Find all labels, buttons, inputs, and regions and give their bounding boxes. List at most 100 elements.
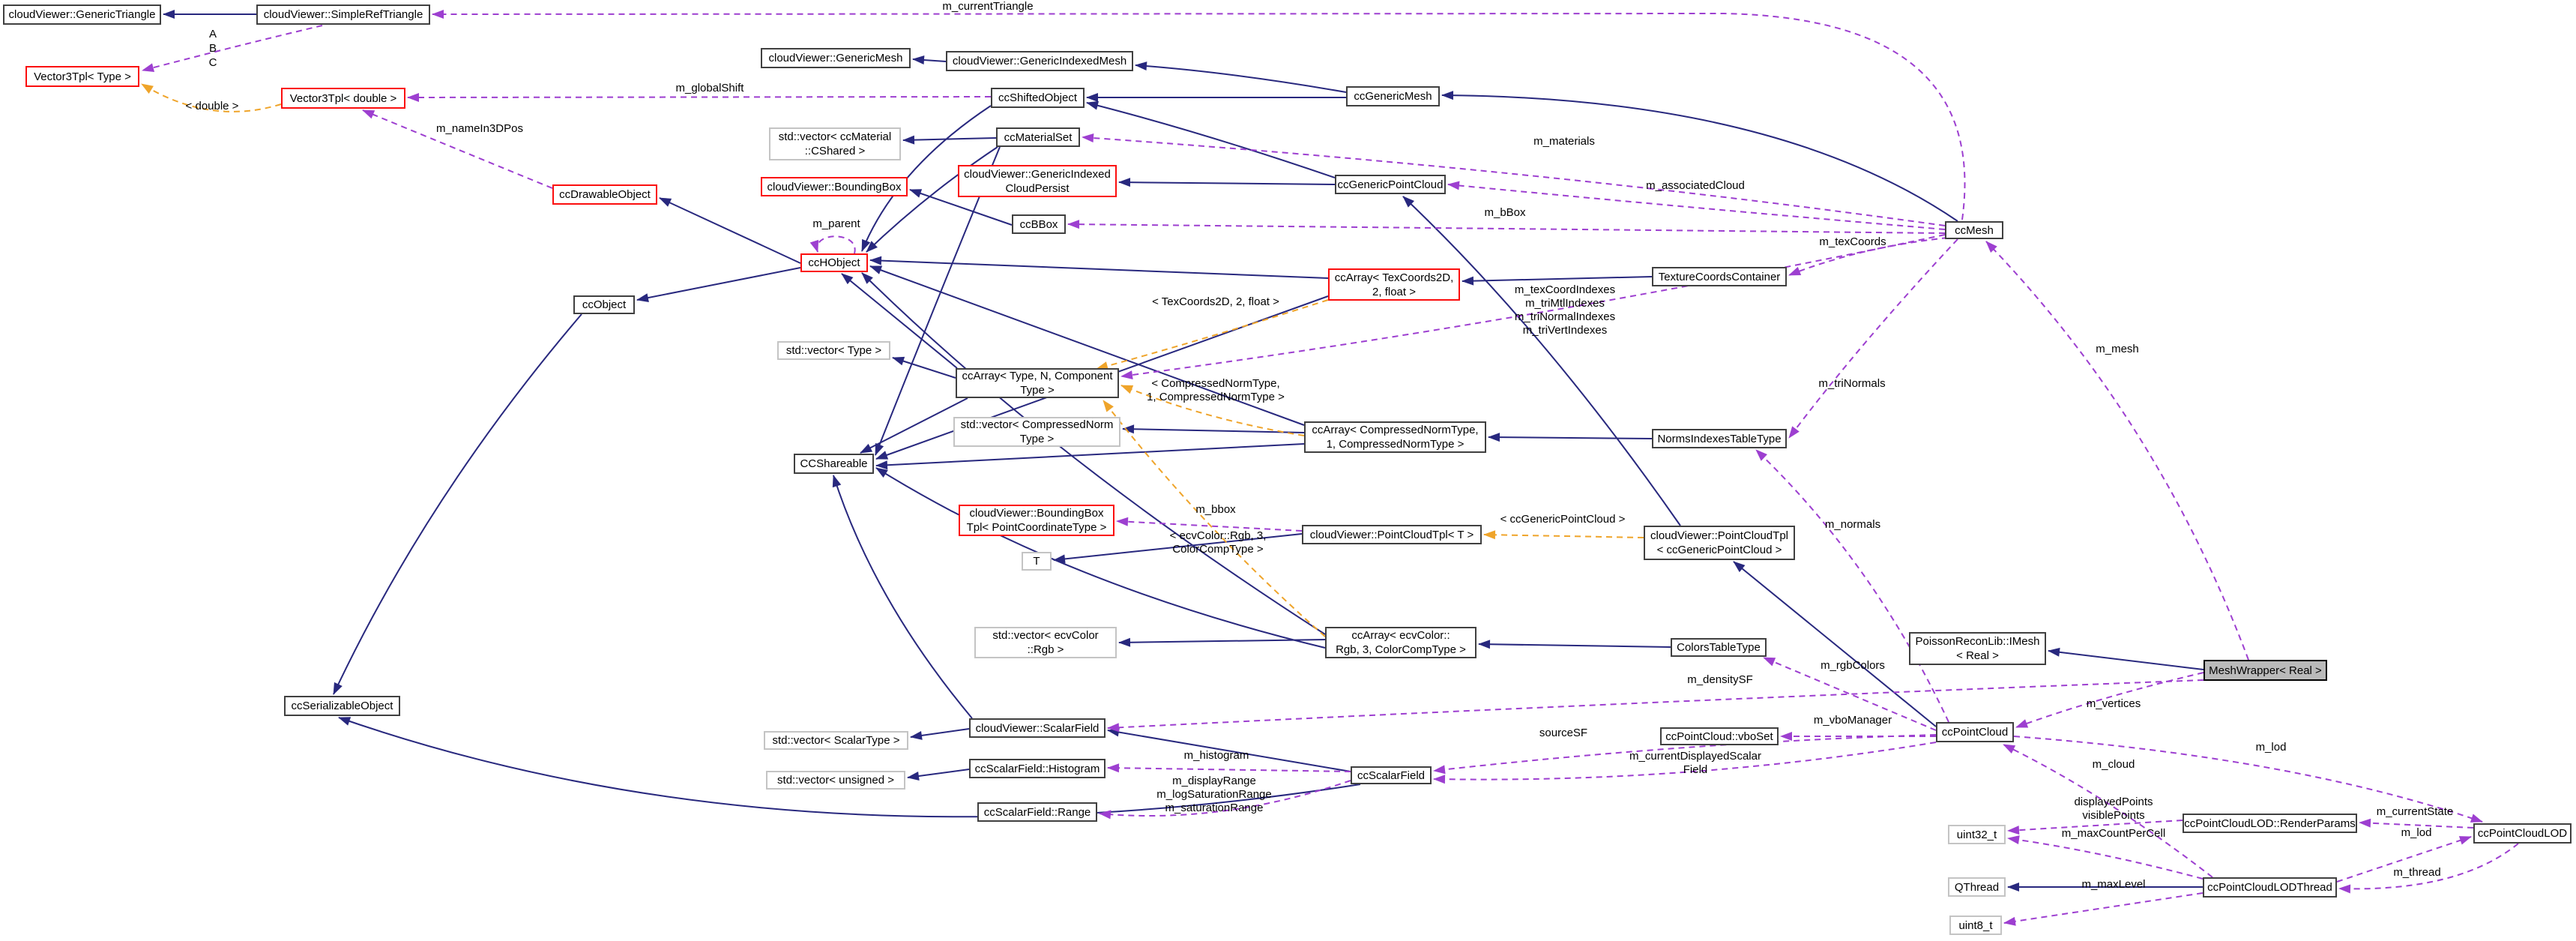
class-node-cc-generic-point-cloud[interactable]: ccGenericPointCloud <box>1335 175 1446 194</box>
class-node-cc-material-set[interactable]: ccMaterialSet <box>996 127 1080 147</box>
class-node-cc-hobject: ccHObject <box>800 253 868 272</box>
edge-inherit-ccArrayNorm-ccHObject <box>869 265 1305 426</box>
class-node-ccshareable[interactable]: CCShareable <box>794 454 874 474</box>
class-node-generic-mesh[interactable]: cloudViewer::GenericMesh <box>761 48 911 68</box>
class-node-ccpointcloud[interactable]: ccPointCloud <box>1936 722 2014 742</box>
edge-label-use-m_bBox-0: m_bBox <box>1484 206 1526 219</box>
class-node-ccarray-ecvcolor[interactable]: ccArray< ecvColor::Rgb, 3, ColorCompType… <box>1325 627 1476 658</box>
class-node-cc-shifted-object[interactable]: ccShiftedObject <box>991 88 1085 108</box>
edge-label-use-m_currentDisplayedScalarField-1: Field <box>1683 763 1708 776</box>
edge-use-m_vertices <box>2015 672 2204 728</box>
class-node-label: ColorsTableType <box>1677 641 1761 654</box>
class-node-ccscalarfield-histogram[interactable]: ccScalarField::Histogram <box>969 759 1105 778</box>
edge-use-m_maxCountPerCell <box>2007 835 2204 880</box>
edge-label-use-m_triIndexes-3: m_triVertIndexes <box>1523 324 1608 337</box>
edge-label-use-m_triIndexes-0: m_texCoordIndexes <box>1515 283 1615 296</box>
class-node-vector-unsigned: std::vector< unsigned > <box>766 771 905 790</box>
class-node-label: std::vector< unsigned > <box>777 774 894 787</box>
class-node-label: cloudViewer::GenericIndexedMesh <box>952 55 1127 67</box>
class-node-ccarray-texcoords: ccArray< TexCoords2D,2, float > <box>1328 268 1460 301</box>
class-node-cc-bbox[interactable]: ccBBox <box>1012 214 1066 234</box>
class-node-ccmesh[interactable]: ccMesh <box>1945 221 2003 239</box>
class-node-label: CCShareable <box>800 457 868 470</box>
class-node-label: ccGenericPointCloud <box>1337 178 1444 191</box>
edge-inherit-ccShiftedObject-ccHObject <box>861 105 992 252</box>
class-node-simple-ref-triangle[interactable]: cloudViewer::SimpleRefTriangle <box>256 4 430 25</box>
edge-label-use-m_mesh-0: m_mesh <box>2096 343 2139 355</box>
edge-use-m_bBox <box>1067 220 1946 234</box>
class-node-generic-indexed-mesh[interactable]: cloudViewer::GenericIndexedMesh <box>946 51 1133 71</box>
class-node-label: 1, CompressedNormType > <box>1326 438 1465 451</box>
edge-label-use-m_lod-thread-0: m_lod <box>2401 826 2432 839</box>
class-node-label: ccArray< CompressedNormType, <box>1312 424 1479 436</box>
edge-inherit-ccPointCloud-PointCloudTplGeneric <box>1733 561 1937 727</box>
edge-label-use-m_normals-0: m_normals <box>1825 518 1880 531</box>
edge-inherit-ccArrayNorm-CCShareable <box>875 443 1305 470</box>
class-node-label: 2, float > <box>1372 285 1416 298</box>
edge-label-template-double-0: < double > <box>186 100 239 112</box>
class-node-ccarray-compressed-norm[interactable]: ccArray< CompressedNormType, 1, Compresse… <box>1304 421 1486 453</box>
class-node-colors-table[interactable]: ColorsTableType <box>1671 638 1767 657</box>
class-node-cc-generic-mesh[interactable]: ccGenericMesh <box>1346 86 1440 106</box>
class-node-ccpointcloud-vboset[interactable]: ccPointCloud::vboSet <box>1660 727 1779 745</box>
edge-label-use-m_ranges-2: m_saturationRange <box>1165 802 1264 814</box>
class-node-label: MeshWrapper< Real > <box>2209 664 2322 677</box>
class-node-cv-scalar-field[interactable]: cloudViewer::ScalarField <box>969 718 1105 738</box>
edge-label-use-m_triIndexes-1: m_triMtlIndexes <box>1525 297 1605 310</box>
edge-inherit-ccArrayRgb-ccHObject <box>861 272 1326 635</box>
edge-label-use-m_triIndexes-2: m_triNormalIndexes <box>1515 310 1615 323</box>
class-node-label: ccHObject <box>808 256 860 269</box>
class-node-label: Vector3Tpl< double > <box>289 91 397 105</box>
class-node-point-cloud-tpl-t[interactable]: cloudViewer::PointCloudTpl< T > <box>1302 525 1482 544</box>
class-node-poisson-imesh[interactable]: PoissonReconLib::IMesh< Real > <box>1909 632 2046 665</box>
class-node-texture-coords-container[interactable]: TextureCoordsContainer <box>1652 267 1787 286</box>
edge-label-use-m_triNormals-0: m_triNormals <box>1818 377 1885 390</box>
edge-inherit-ccGenericPointCloud-GenericIndexedCloudPersist <box>1118 178 1336 187</box>
edge-inherit-cvScalarField-CCShareable <box>832 475 973 719</box>
edge-inherit-ccArrayTex-ccHObject <box>869 256 1329 279</box>
class-node-label: Vector3Tpl< Type > <box>34 70 131 83</box>
class-node-label: ccScalarField::Range <box>983 805 1091 819</box>
edge-template-ecvcolor <box>1103 400 1326 637</box>
class-node-norms-indexes-table[interactable]: NormsIndexesTableType <box>1652 429 1787 448</box>
edge-label-use-m_ranges-0: m_displayRange <box>1172 775 1256 787</box>
edge-use-m_currentState <box>2359 818 2474 829</box>
edge-inherit-ccGenericMesh-GenericIndexedMesh <box>1135 61 1347 93</box>
edge-label-use-m_lod-cloud-0: m_lod <box>2256 741 2287 754</box>
edge-label-use-m_ranges-1: m_logSaturationRange <box>1156 788 1271 801</box>
class-node-point-cloud-tpl-generic[interactable]: cloudViewer::PointCloudTpl< ccGenericPoi… <box>1644 526 1795 560</box>
class-node-ccscalarfield[interactable]: ccScalarField <box>1351 766 1432 784</box>
edge-label-use-m_bbox-0: m_bbox <box>1195 503 1236 516</box>
class-node-render-params[interactable]: ccPointCloudLOD::RenderParams <box>2183 814 2357 833</box>
class-node-label: cloudViewer::GenericMesh <box>768 52 903 64</box>
class-node-cc-serializable-object[interactable]: ccSerializableObject <box>284 696 400 716</box>
class-node-cc-object[interactable]: ccObject <box>573 295 635 314</box>
class-node-label: < Real > <box>1956 649 1999 662</box>
class-node-generic-triangle[interactable]: cloudViewer::GenericTriangle <box>3 4 161 25</box>
class-node-vector-ecvcolor: std::vector< ecvColor::Rgb > <box>974 627 1117 658</box>
edge-use-m_currentTriangle <box>432 9 1966 220</box>
class-node-label: Type > <box>1019 433 1055 445</box>
edge-label-use-m_currentTriangle-0: m_currentTriangle <box>942 0 1033 13</box>
edge-label-use-m_globalShift-0: m_globalShift <box>676 82 745 94</box>
class-node-ccscalarfield-range[interactable]: ccScalarField::Range <box>977 802 1097 822</box>
class-node-label: ccPointCloud <box>1941 726 2009 739</box>
class-node-label: uint32_t <box>1956 828 1997 841</box>
edge-inherit-ccHObject-ccDrawableObject <box>659 197 801 264</box>
edge-label-use-A-B-C-2: C <box>209 56 217 69</box>
class-node-ccpointcloudlod-thread[interactable]: ccPointCloudLODThread <box>2203 877 2337 898</box>
class-node-ccpointcloudlod[interactable]: ccPointCloudLOD <box>2473 823 2572 844</box>
edge-template-texcoords <box>1096 299 1329 370</box>
class-node-label: cloudViewer::GenericIndexed <box>964 167 1111 181</box>
class-node-label: std::vector< ecvColor <box>992 629 1099 642</box>
class-node-label: std::vector< ccMaterial <box>778 130 892 143</box>
class-node-label: Type > <box>1020 384 1055 397</box>
class-node-cv-bounding-box: cloudViewer::BoundingBox <box>761 177 908 196</box>
edge-label-use-m_nameIn3DPos-0: m_nameIn3DPos <box>436 122 523 135</box>
class-node-label: cloudViewer::SimpleRefTriangle <box>263 8 423 21</box>
edge-inherit-ccObject-ccSerializableObject <box>333 313 582 695</box>
